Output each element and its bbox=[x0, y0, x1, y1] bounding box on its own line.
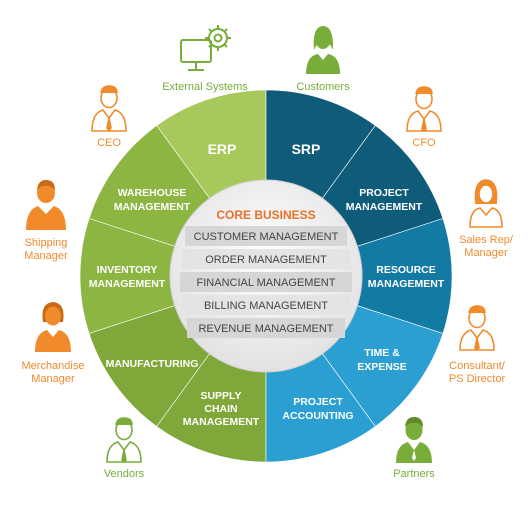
inventory-label-2: MANAGEMENT bbox=[89, 278, 166, 290]
cfo-label: CFO bbox=[412, 137, 436, 149]
consultant-label-2: PS Director bbox=[449, 373, 506, 385]
cfo-person-icon bbox=[406, 86, 442, 133]
sales-rep-person-icon bbox=[469, 179, 503, 228]
project-accounting-label-1: PROJECT bbox=[293, 396, 343, 408]
core-band bbox=[181, 249, 351, 269]
customers-label: Customers bbox=[296, 81, 350, 93]
erp-label: ERP bbox=[208, 141, 237, 157]
consultant-label-1: Consultant/ bbox=[449, 360, 506, 372]
customer-person-icon bbox=[306, 25, 340, 74]
sales-rep-label-1: Sales Rep/ bbox=[459, 234, 514, 246]
shipping-label-1: Shipping bbox=[25, 237, 68, 249]
srp-label: SRP bbox=[292, 141, 321, 157]
project-management-label-1: PROJECT bbox=[359, 187, 409, 199]
external-systems-label: External Systems bbox=[162, 81, 248, 93]
core-bands bbox=[180, 226, 352, 338]
inventory-label-1: INVENTORY bbox=[97, 264, 158, 276]
partners-label: Partners bbox=[393, 468, 435, 480]
core-item-order: ORDER MANAGEMENT bbox=[205, 254, 327, 266]
core-band bbox=[182, 295, 350, 315]
core-item-revenue: REVENUE MANAGEMENT bbox=[198, 323, 333, 335]
manufacturing-label: MANUFACTURING bbox=[106, 358, 199, 370]
core-title: CORE BUSINESS bbox=[216, 208, 315, 222]
partner-person-icon bbox=[396, 417, 432, 463]
core-band bbox=[187, 318, 345, 338]
warehouse-label-2: MANAGEMENT bbox=[114, 201, 191, 213]
merchandise-label-1: Merchandise bbox=[22, 360, 85, 372]
vendors-label: Vendors bbox=[104, 468, 145, 480]
core-item-customer: CUSTOMER MANAGEMENT bbox=[194, 231, 339, 243]
core-band bbox=[185, 226, 347, 246]
shipping-label-2: Manager bbox=[24, 250, 68, 262]
warehouse-label-1: WAREHOUSE bbox=[118, 187, 187, 199]
supply-chain-label-1: SUPPLY bbox=[200, 390, 241, 402]
time-expense-label-1: TIME & bbox=[364, 347, 400, 359]
monitor-gear-icon bbox=[180, 25, 231, 71]
supply-chain-label-3: MANAGEMENT bbox=[183, 416, 260, 428]
merchandise-manager-person-icon bbox=[35, 302, 71, 352]
supply-chain-label-2: CHAIN bbox=[204, 403, 237, 415]
shipping-manager-person-icon bbox=[26, 180, 66, 230]
vendor-person-icon bbox=[106, 417, 142, 464]
ceo-label: CEO bbox=[97, 137, 121, 149]
time-expense-label-2: EXPENSE bbox=[357, 361, 407, 373]
core-item-billing: BILLING MANAGEMENT bbox=[204, 300, 328, 312]
resource-management-label-1: RESOURCE bbox=[376, 264, 436, 276]
project-accounting-label-2: ACCOUNTING bbox=[282, 410, 353, 422]
resource-management-label-2: MANAGEMENT bbox=[368, 278, 445, 290]
ceo-person-icon bbox=[91, 85, 127, 133]
sales-rep-label-2: Manager bbox=[464, 247, 508, 259]
core-item-financial: FINANCIAL MANAGEMENT bbox=[197, 277, 336, 289]
merchandise-label-2: Manager bbox=[31, 373, 75, 385]
core-band bbox=[180, 272, 352, 292]
project-management-label-2: MANAGEMENT bbox=[346, 201, 423, 213]
consultant-person-icon bbox=[459, 305, 495, 352]
